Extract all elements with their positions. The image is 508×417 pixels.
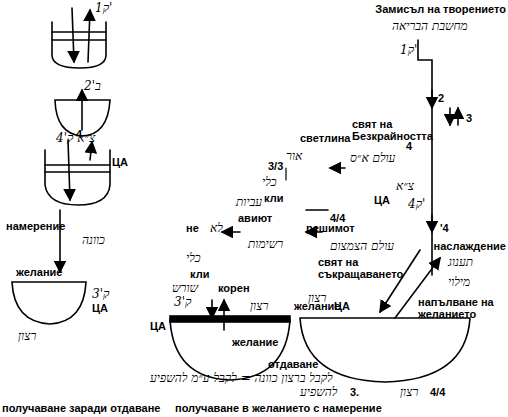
- hebrew-note: ק'3: [174, 296, 191, 309]
- caption-label: наслаждение: [434, 240, 506, 252]
- hebrew-note: עולם א״ס: [350, 152, 395, 165]
- hebrew-note: רצון: [18, 330, 36, 343]
- caption-label: отдаване: [268, 358, 318, 370]
- caption-label: кли: [190, 268, 209, 280]
- hebrew-note: ב'2: [84, 80, 101, 93]
- caption-label: светлина: [300, 132, 350, 144]
- hebrew-note: 'ק1: [400, 44, 417, 57]
- hebrew-note: כלי: [262, 176, 277, 189]
- hebrew-note: תענוג: [448, 256, 473, 269]
- hebrew-note: רצון: [250, 300, 268, 313]
- caption-label: получаване в желанието с намерение: [175, 402, 382, 414]
- caption-label: 4/4: [330, 212, 345, 224]
- hebrew-note: אור: [286, 150, 302, 163]
- caption-label: 3: [466, 112, 472, 124]
- caption-label: ЦА: [150, 320, 166, 332]
- hebrew-note: להשפיע: [300, 386, 337, 399]
- caption-label: свят на съкращаването: [318, 256, 428, 280]
- caption-label: ЦА: [112, 156, 128, 168]
- caption-label: авиют: [238, 212, 272, 224]
- hebrew-note: 'ק4: [408, 198, 425, 211]
- caption-label: 3/3: [268, 160, 283, 172]
- hebrew-note: כוונה: [82, 234, 105, 247]
- caption-label: ЦА: [374, 194, 390, 206]
- hebrew-note: לא: [210, 222, 223, 235]
- hebrew-note: עולם הצמצום: [330, 240, 394, 253]
- caption-label: 4/4: [430, 386, 445, 398]
- caption-label: Замисъл на творението: [375, 3, 506, 15]
- caption-label: 2: [438, 92, 444, 104]
- caption-label: получаване заради отдаване: [2, 402, 160, 414]
- caption-label: '4: [440, 222, 449, 234]
- hebrew-note: עביות: [236, 196, 262, 209]
- hebrew-note: רשימות: [248, 238, 283, 251]
- caption-label: не: [186, 222, 199, 234]
- caption-label: корен: [218, 282, 250, 294]
- hebrew-note: צ״א ק'4: [56, 132, 95, 145]
- caption-label: 3.: [350, 386, 359, 398]
- caption-label: свят на Безкрайността: [352, 118, 432, 142]
- caption-label: намерение: [6, 220, 65, 232]
- caption-label: ЦА: [92, 302, 108, 314]
- hebrew-note: צ״א: [396, 180, 414, 193]
- caption-label: кли: [264, 192, 283, 204]
- caption-label: ЦА: [334, 300, 350, 312]
- hebrew-note: ק'3: [92, 288, 109, 301]
- caption-label: напълване на желанието: [418, 296, 506, 320]
- hebrew-note: רצון: [400, 386, 418, 399]
- hebrew-note: שורש: [172, 282, 198, 295]
- hebrew-note: 'ק1: [95, 2, 112, 15]
- caption-label: желание: [16, 266, 62, 278]
- hebrew-note: מילוי: [448, 276, 470, 289]
- hebrew-note: מחשבת הבריאה: [392, 20, 468, 33]
- hebrew-note: רצון: [308, 292, 326, 305]
- caption-label: желание: [232, 336, 278, 348]
- hebrew-note: כלי: [186, 252, 201, 265]
- hebrew-note: לקבל ברצון כוונה = לקבל ע״מ להשפיע: [150, 372, 333, 385]
